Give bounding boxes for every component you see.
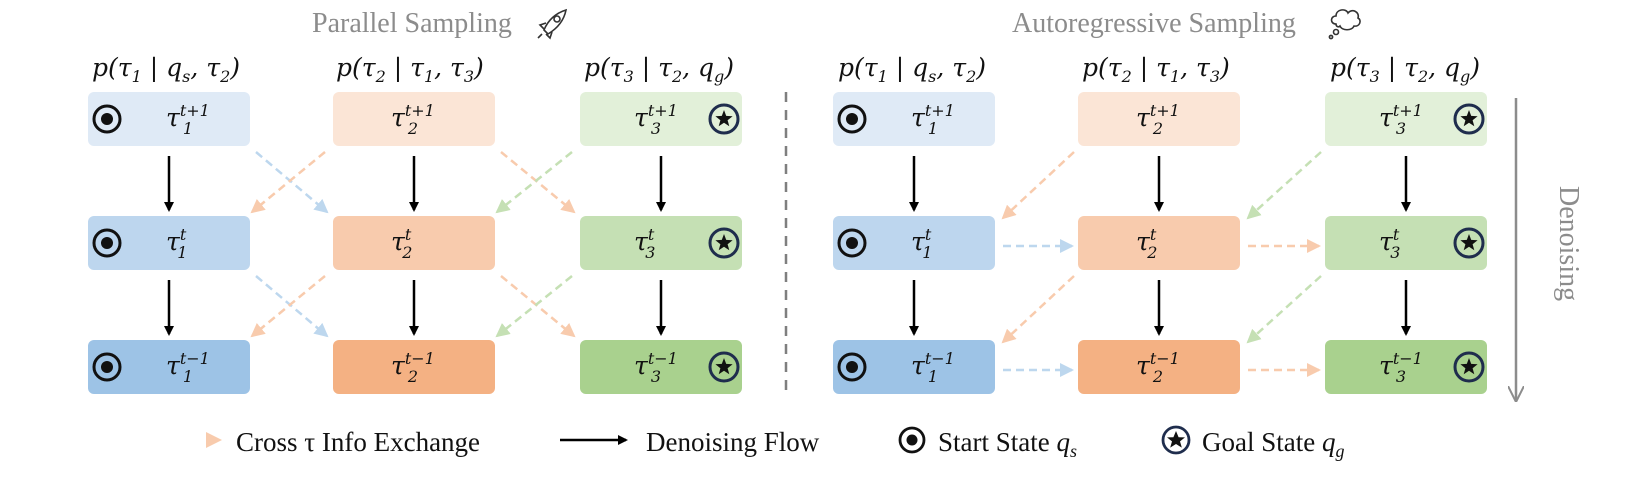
cross-arrow: [1001, 275, 1075, 344]
cross-arrow: [495, 275, 573, 338]
cross-arrow: [1246, 151, 1322, 220]
start-state-icon: [837, 352, 867, 382]
legend-goal-label: Goal State qg: [1202, 427, 1344, 461]
formula-headers: p(τ1 | qs, τ2) p(τ2 | τ1, τ3) p(τ3 | τ2, q…: [92, 53, 1480, 86]
formula-autoregressive-2: p(τ2 | τ1, τ3): [1082, 53, 1230, 86]
cross-arrow: [500, 151, 576, 214]
legend-cross-label: Cross τ Info Exchange: [236, 427, 480, 457]
goal-state-icon: [1453, 227, 1485, 259]
cross-arrow: [1246, 275, 1322, 344]
start-state-icon: [92, 228, 122, 258]
start-state-icon: [92, 104, 122, 134]
legend-cross-arrowhead: [206, 432, 222, 448]
parallel-title: Parallel Sampling: [312, 8, 512, 39]
legend-start-label: Start State qs: [938, 427, 1077, 461]
goal-state-icon: [1453, 103, 1485, 135]
legend-start-icon: [898, 426, 926, 454]
autoregressive-title: Autoregressive Sampling: [1012, 8, 1296, 39]
cross-arrow: [250, 275, 326, 338]
formula-parallel-2: p(τ2 | τ1, τ3): [336, 53, 484, 86]
goal-state-icon: [708, 103, 740, 135]
formula-parallel-3: p(τ3 | τ2, qg): [584, 53, 734, 86]
formula-autoregressive-3: p(τ3 | τ2, qg): [1330, 53, 1480, 86]
cross-arrow: [255, 275, 329, 338]
legend-goal-icon: [1161, 425, 1191, 455]
cross-arrow: [500, 275, 576, 338]
cross-arrow: [255, 151, 329, 214]
cross-arrow: [495, 151, 573, 214]
start-state-icon: [837, 228, 867, 258]
cross-exchange-arrows: [250, 151, 1322, 377]
legend-flow-label: Denoising Flow: [646, 427, 820, 457]
formula-autoregressive-1: p(τ1 | qs, τ2): [838, 53, 986, 86]
denoising-side-label: Denoising: [1553, 186, 1584, 301]
start-state-icon: [837, 104, 867, 134]
start-state-icon: [92, 352, 122, 382]
rocket-icon: [537, 8, 568, 40]
goal-state-icon: [708, 351, 740, 383]
denoising-flow-arrows: [164, 156, 1411, 336]
cross-arrow: [250, 151, 326, 214]
legend: Cross τ Info Exchange Denoising Flow Sta…: [152, 425, 1344, 461]
goal-state-icon: [708, 227, 740, 259]
formula-parallel-1: p(τ1 | qs, τ2): [92, 53, 240, 86]
thought-bubble-icon: [1328, 9, 1361, 40]
goal-state-icon: [1453, 351, 1485, 383]
cross-arrow: [1001, 151, 1075, 220]
